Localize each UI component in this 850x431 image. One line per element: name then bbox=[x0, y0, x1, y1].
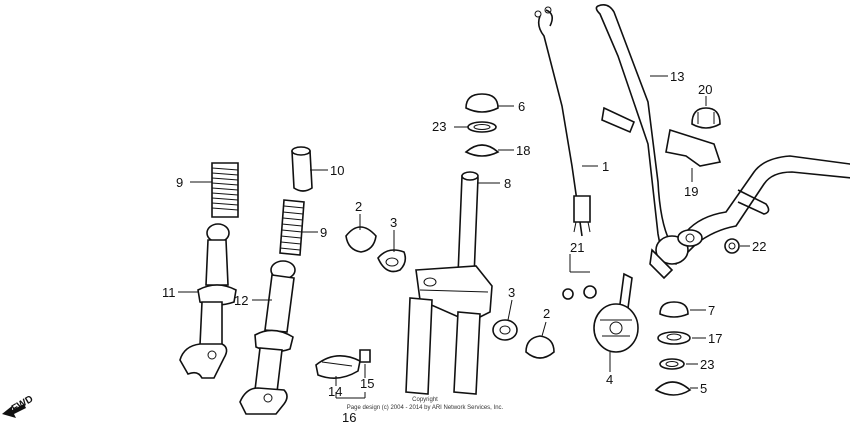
copyright-line-1: Copyright bbox=[412, 397, 438, 403]
callout-13: 13 bbox=[670, 69, 684, 84]
callout-4: 4 bbox=[606, 372, 613, 387]
part-14-clamp[interactable] bbox=[315, 355, 361, 386]
fwd-label: FWD bbox=[10, 394, 35, 415]
callout-1: 1 bbox=[602, 159, 609, 174]
callout-9-left: 9 bbox=[176, 175, 183, 190]
part-22-nut[interactable] bbox=[724, 238, 750, 254]
callout-12: 12 bbox=[234, 293, 248, 308]
callout-10: 10 bbox=[330, 163, 344, 178]
part-15-bolt[interactable] bbox=[359, 349, 371, 378]
callout-2-upper: 2 bbox=[355, 199, 362, 214]
part-7-nut[interactable] bbox=[659, 301, 706, 318]
part-5-cone[interactable] bbox=[654, 381, 698, 396]
callout-3-upper: 3 bbox=[390, 215, 397, 230]
part-17-washer[interactable] bbox=[657, 331, 706, 345]
part-3-bearing[interactable] bbox=[377, 230, 407, 273]
part-6-nut[interactable] bbox=[465, 93, 514, 113]
part-12-right-fork-leg[interactable] bbox=[239, 260, 296, 415]
part-23-washer-top[interactable] bbox=[454, 121, 497, 133]
part-10-fork-tube[interactable] bbox=[291, 146, 328, 192]
callout-11: 11 bbox=[162, 285, 176, 300]
part-3-lower-bearing[interactable] bbox=[492, 299, 518, 341]
callout-16: 16 bbox=[342, 410, 356, 425]
callout-15: 15 bbox=[360, 376, 374, 391]
part-8-steering-stem[interactable] bbox=[405, 171, 500, 395]
callout-9-right: 9 bbox=[320, 225, 327, 240]
part-23-washer-right[interactable] bbox=[659, 358, 698, 370]
part-19-bracket[interactable] bbox=[601, 106, 722, 182]
callout-18: 18 bbox=[516, 143, 530, 158]
callout-2-lower: 2 bbox=[543, 306, 550, 321]
callout-8: 8 bbox=[504, 176, 511, 191]
callout-23-right: 23 bbox=[700, 357, 714, 372]
copyright-line-2: Page design (c) 2004 - 2014 by ARI Netwo… bbox=[347, 405, 504, 411]
part-11-left-fork-leg[interactable] bbox=[178, 223, 237, 379]
callout-19: 19 bbox=[684, 184, 698, 199]
part-1-cable[interactable] bbox=[534, 6, 598, 237]
callout-3-lower: 3 bbox=[508, 285, 515, 300]
forward-arrow-icon bbox=[2, 404, 26, 418]
callout-17: 17 bbox=[708, 331, 722, 346]
part-2-cone[interactable] bbox=[345, 214, 377, 253]
callout-23-top: 23 bbox=[432, 119, 446, 134]
part-21-bolt-bracket[interactable] bbox=[562, 254, 597, 300]
callout-14: 14 bbox=[328, 384, 342, 399]
callout-21: 21 bbox=[570, 240, 584, 255]
callout-6: 6 bbox=[518, 99, 525, 114]
callout-20: 20 bbox=[698, 82, 712, 97]
callout-5: 5 bbox=[700, 381, 707, 396]
part-13-handlebar[interactable] bbox=[595, 4, 850, 280]
part-18-cone[interactable] bbox=[464, 144, 514, 157]
part-9-left-spring[interactable] bbox=[190, 162, 239, 218]
part-9-right-spring[interactable] bbox=[279, 199, 318, 256]
callout-22: 22 bbox=[752, 239, 766, 254]
part-16-bracket-line bbox=[335, 392, 366, 399]
part-2-lower-cone[interactable] bbox=[525, 321, 555, 359]
callout-7: 7 bbox=[708, 303, 715, 318]
part-4-horn[interactable] bbox=[593, 272, 639, 372]
part-20-cap-nut[interactable] bbox=[691, 96, 721, 129]
